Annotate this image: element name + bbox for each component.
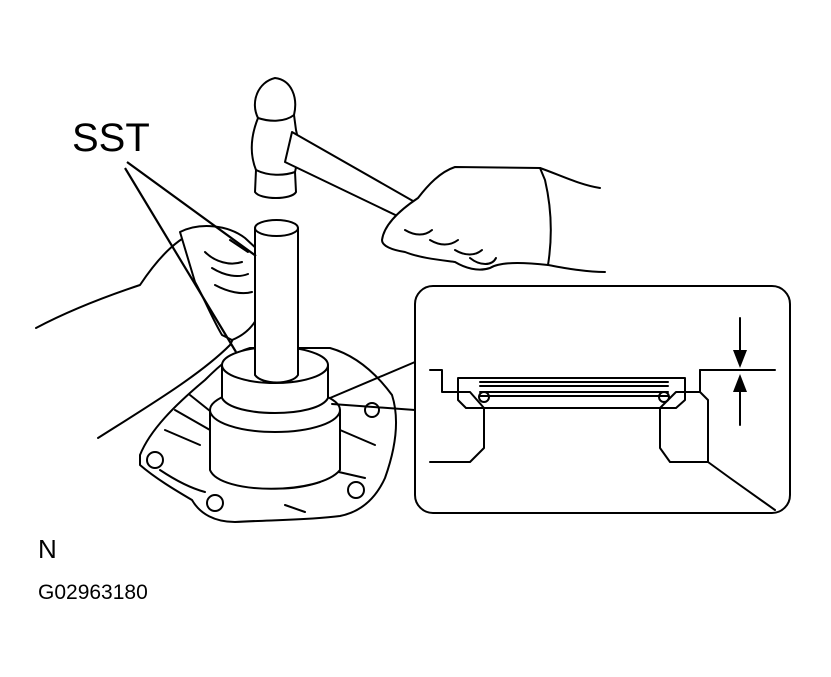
flange-bolt-hole bbox=[206, 494, 224, 512]
sst-leader-line-cup bbox=[124, 167, 237, 353]
flange-bolt-hole bbox=[364, 402, 380, 418]
sst-handle-top bbox=[254, 219, 299, 237]
sst-handle bbox=[254, 227, 299, 384]
inset-housing-section bbox=[429, 369, 776, 511]
inset-seal-spring bbox=[658, 391, 670, 403]
flange-bolt-hole bbox=[347, 481, 365, 499]
inset-seal-inner bbox=[479, 381, 669, 397]
dimension-arrow-down-icon bbox=[733, 350, 747, 368]
right-hand-knuckles bbox=[404, 229, 497, 265]
hammer-handle bbox=[284, 131, 423, 223]
direction-label: N bbox=[38, 534, 57, 564]
flange-bolt-hole bbox=[146, 451, 164, 469]
sst-label: SST bbox=[72, 116, 150, 160]
left-hand-fingers bbox=[204, 239, 253, 295]
sst-leader-line-handle bbox=[126, 161, 257, 257]
inset-detail-box bbox=[414, 285, 791, 514]
figure-id: G02963180 bbox=[38, 581, 148, 604]
right-hand bbox=[381, 166, 552, 271]
right-sleeve bbox=[539, 167, 606, 273]
hammer-neck-lines bbox=[255, 114, 296, 176]
dimension-arrow-up-icon bbox=[733, 374, 747, 392]
inset-seal-spring bbox=[478, 391, 490, 403]
inset-oil-seal bbox=[457, 377, 686, 409]
flange-detail bbox=[159, 394, 376, 513]
callout-connector bbox=[329, 361, 416, 411]
